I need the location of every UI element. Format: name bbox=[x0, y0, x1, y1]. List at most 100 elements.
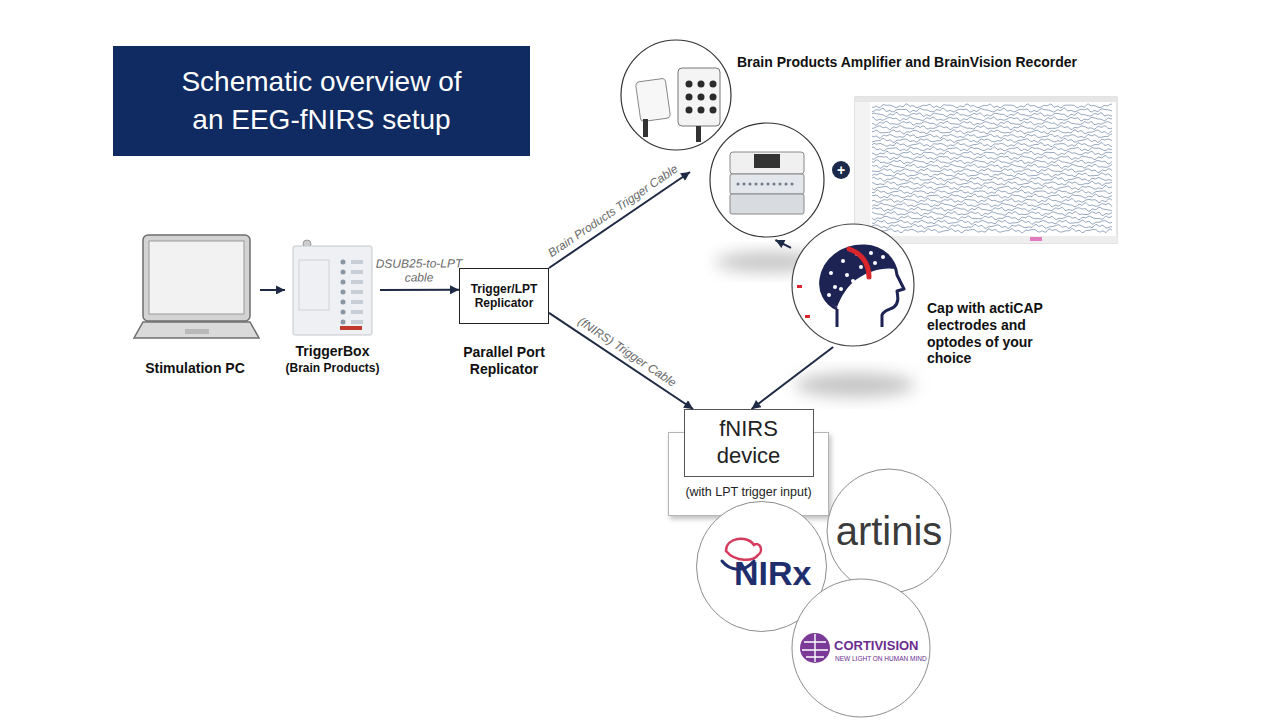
status-led bbox=[341, 310, 346, 315]
eeg-trace bbox=[872, 151, 1112, 156]
amplifier-led bbox=[785, 183, 788, 186]
eeg-trace bbox=[872, 216, 1112, 220]
device-label: TriggerBox bbox=[260, 343, 405, 360]
eeg-trace bbox=[872, 112, 1112, 117]
signal-arrow bbox=[752, 347, 834, 409]
triggerbox-node: TriggerBox(Brain Products) bbox=[285, 240, 380, 375]
status-led bbox=[341, 320, 346, 325]
amplifier-node: Brain Products Amplifier and BrainVision… bbox=[690, 40, 830, 240]
logo-brain-lines bbox=[802, 634, 828, 662]
device-label: Brain Products Amplifier and BrainVision… bbox=[737, 54, 1077, 71]
cable-label: Brain Products Trigger Cable bbox=[546, 162, 681, 260]
channel-column bbox=[855, 102, 870, 235]
device-label: Stimulation PC bbox=[120, 360, 270, 377]
electrode-socket bbox=[686, 107, 693, 114]
optode-mark bbox=[797, 285, 802, 288]
logo-node: artinis bbox=[826, 468, 952, 594]
head-outline bbox=[821, 246, 904, 327]
logo-text: NIRx bbox=[734, 553, 811, 594]
eeg-trace bbox=[872, 130, 1112, 135]
node-outline bbox=[791, 223, 915, 347]
port-slot bbox=[351, 290, 363, 294]
logo-text: artinis bbox=[826, 507, 952, 555]
electrode-dot bbox=[869, 251, 873, 255]
electrode-socket bbox=[698, 107, 705, 114]
laptop-screen bbox=[149, 241, 244, 314]
eeg-trace bbox=[872, 177, 1112, 182]
device-cable bbox=[696, 126, 701, 142]
eeg-trace bbox=[872, 138, 1112, 143]
amplifier-unit bbox=[730, 152, 804, 174]
status-led bbox=[341, 260, 346, 265]
port-slot bbox=[351, 300, 363, 304]
eeg-trace bbox=[872, 108, 1112, 113]
device-sublabel: (Brain Products) bbox=[260, 361, 405, 375]
box-label: fNIRS device bbox=[685, 410, 812, 475]
marker-tick bbox=[1030, 237, 1042, 241]
triggerbox-body bbox=[293, 246, 372, 335]
status-led bbox=[341, 290, 346, 295]
eeg-trace bbox=[872, 117, 1112, 122]
cap-fabric bbox=[821, 246, 896, 307]
status-led bbox=[341, 300, 346, 305]
port-slot bbox=[351, 320, 363, 324]
amplifier-led bbox=[767, 183, 770, 186]
brand-mark bbox=[340, 326, 362, 330]
amplifier-led bbox=[743, 183, 746, 186]
eeg-trace bbox=[872, 211, 1112, 215]
device-circle bbox=[621, 40, 731, 150]
electrode-dot bbox=[881, 255, 885, 259]
status-led bbox=[341, 270, 346, 275]
computer-node: Stimulation PC bbox=[130, 232, 260, 377]
triggerbox-panel bbox=[299, 260, 329, 310]
eeg-trace bbox=[872, 207, 1112, 212]
eeg-trace bbox=[872, 228, 1112, 233]
amplifier-led bbox=[737, 183, 740, 186]
eeg-trace bbox=[872, 147, 1112, 152]
cable-label: DSUB25-to-LPT cable bbox=[369, 256, 469, 285]
logo-circle bbox=[827, 469, 951, 593]
laptop-touchpad bbox=[185, 329, 209, 334]
cap-node: Cap with actiCAP electrodes and optodes … bbox=[791, 223, 915, 347]
eeg-trace bbox=[872, 224, 1112, 228]
device-label: Cap with actiCAP electrodes and optodes … bbox=[927, 300, 1072, 367]
plus-symbol: + bbox=[832, 161, 850, 179]
eeg-trace bbox=[872, 194, 1112, 198]
amplifier-pod bbox=[635, 78, 670, 122]
electrode-socket bbox=[698, 81, 705, 88]
optode-band bbox=[849, 249, 869, 277]
eeg-trace bbox=[872, 220, 1112, 225]
cable-label: (fNIRS) Trigger Cable bbox=[575, 314, 679, 390]
screenshot-toolbar bbox=[855, 97, 1117, 102]
optode-mark bbox=[805, 315, 810, 318]
node-outline bbox=[130, 232, 260, 377]
electrode-dot bbox=[851, 279, 855, 283]
electrode-dot bbox=[841, 259, 845, 263]
eeg-trace bbox=[872, 126, 1112, 130]
box-label: Trigger/LPT Replicator bbox=[460, 269, 548, 323]
electrode-dot bbox=[833, 285, 837, 289]
port-slot bbox=[351, 280, 363, 284]
diagram-title: Schematic overview of an EEG-fNIRS setup bbox=[167, 63, 477, 139]
signal-arrow bbox=[380, 289, 459, 291]
eeg-trace bbox=[872, 164, 1112, 169]
logo-text: CORTIVISION bbox=[834, 638, 919, 654]
logo-node: CORTIVISIONNEW LIGHT ON HUMAN MIND bbox=[791, 578, 931, 718]
signal-arrow bbox=[549, 313, 693, 409]
eeg-trace bbox=[872, 198, 1112, 203]
device-label: Parallel Port Replicator bbox=[429, 344, 579, 378]
signal-arrow bbox=[775, 240, 791, 248]
laptop-lid bbox=[143, 235, 250, 321]
eeg-trace bbox=[872, 160, 1112, 165]
drop-shadow bbox=[795, 373, 915, 397]
logo-brain bbox=[800, 633, 830, 663]
electrode-dot bbox=[873, 261, 877, 265]
amplifier-box bbox=[678, 68, 720, 126]
eeg-trace bbox=[872, 173, 1112, 178]
device-cable bbox=[643, 119, 648, 137]
frame-note: (with LPT trigger input) bbox=[669, 485, 828, 500]
amplifier-led bbox=[761, 183, 764, 186]
electrode-dot bbox=[859, 265, 863, 269]
replicator-box: Trigger/LPT ReplicatorParallel Port Repl… bbox=[459, 268, 549, 324]
